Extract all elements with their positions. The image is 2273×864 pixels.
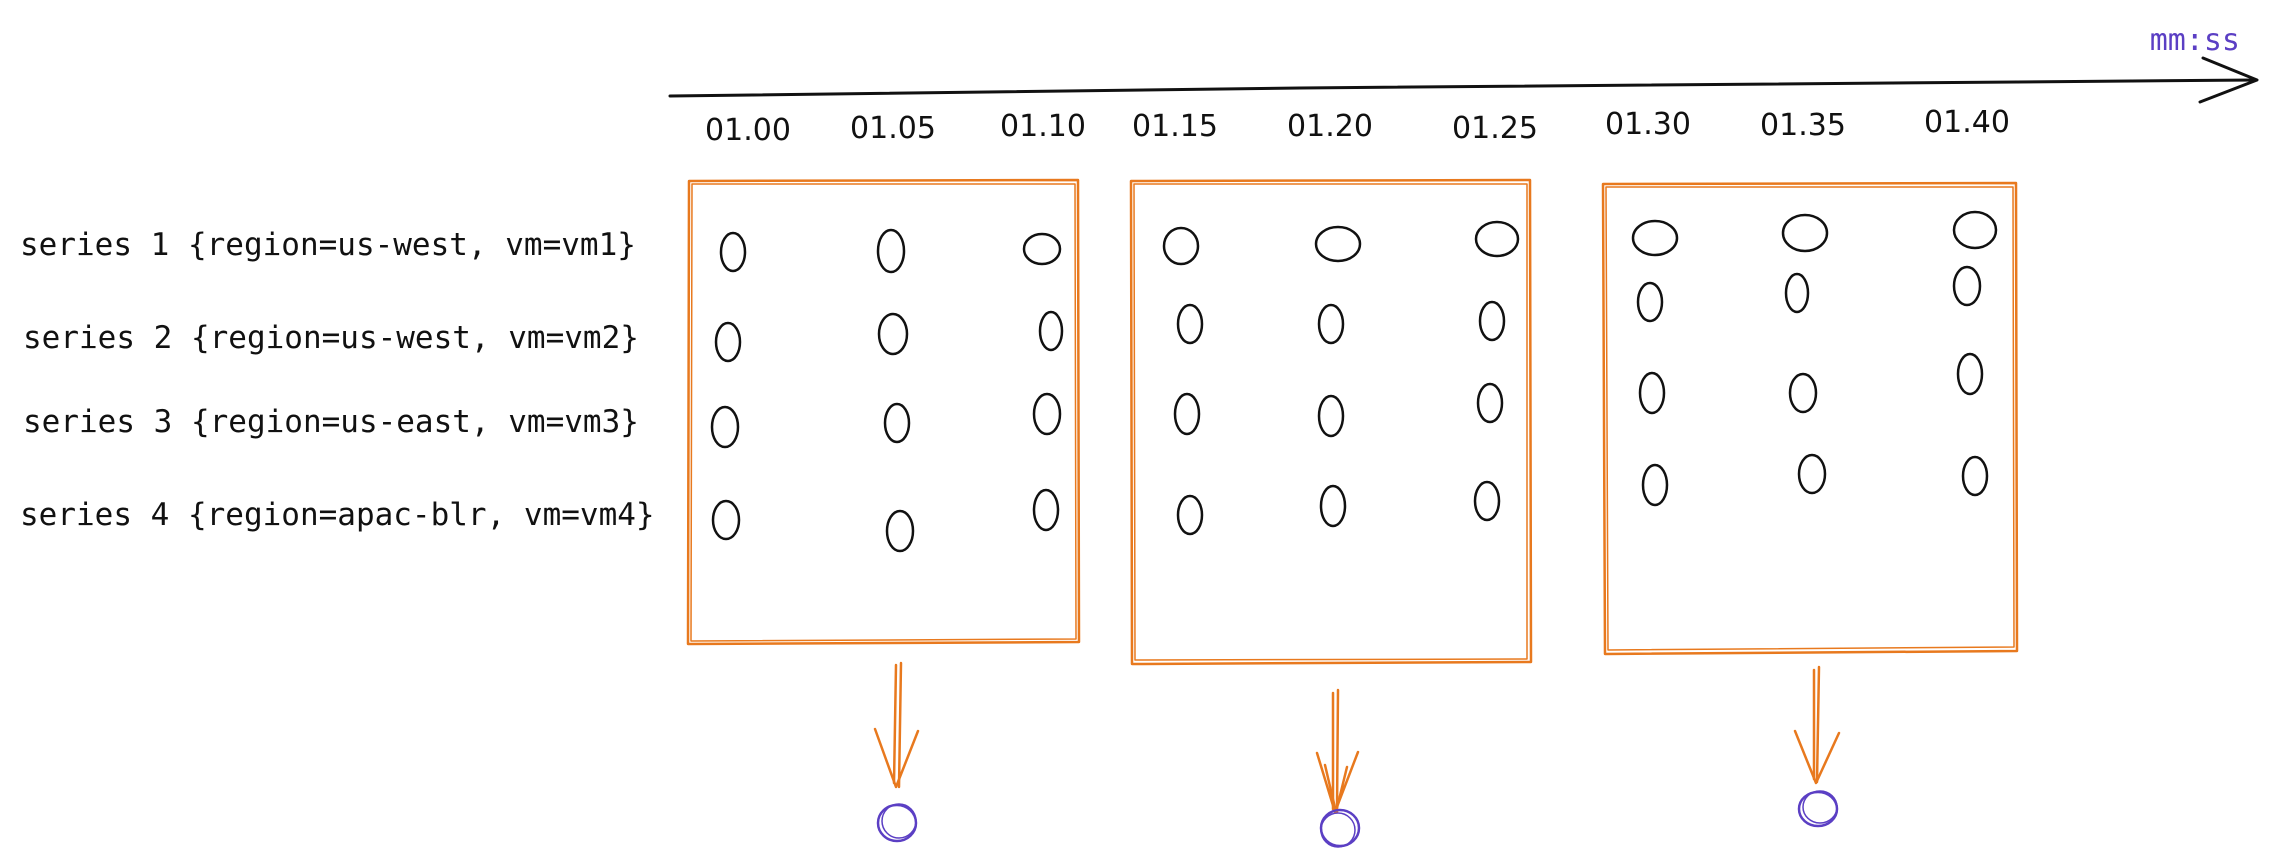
sample-w2-s4-t3 [1473, 480, 1501, 522]
series-label-3: series 3 {region=us-east, vm=vm3} [23, 404, 639, 440]
window-3-box [1601, 181, 2019, 656]
sample-w3-s4-t2 [1797, 453, 1827, 495]
window-1-box [686, 178, 1081, 646]
sample-w2-s1-t1 [1162, 226, 1200, 266]
aggregate-point-3 [1797, 790, 1839, 828]
window-1-arrow-shaft [892, 661, 903, 789]
sample-w1-s2-t2 [877, 312, 909, 356]
sample-w3-s1-t2 [1781, 213, 1829, 253]
time-axis-arrowhead [2198, 56, 2259, 104]
sample-w1-s4-t1 [711, 499, 741, 541]
sample-w2-s3-t1 [1173, 392, 1201, 436]
aggregate-point-2 [1319, 808, 1361, 848]
sample-w1-s3-t3 [1032, 392, 1062, 436]
sample-w1-s1-t3 [1022, 232, 1062, 266]
sample-w2-s2-t1 [1176, 303, 1204, 345]
sample-w2-s1-t3 [1474, 220, 1520, 258]
sample-w3-s2-t2 [1784, 272, 1810, 314]
window-3-arrow-shaft [1812, 665, 1821, 784]
sample-w2-s4-t1 [1176, 494, 1204, 536]
raw-samples [710, 210, 1998, 553]
aggregate-point-1 [876, 803, 918, 843]
tick-label-0100: 01.00 [705, 113, 791, 148]
window-1-box-sketch [690, 183, 1077, 642]
window-1 [686, 178, 1081, 646]
tick-label-0135: 01.35 [1760, 108, 1846, 143]
sample-w3-s2-t1 [1636, 281, 1664, 323]
aggregated-points [876, 790, 1839, 848]
aggregate-point-1-sketch [881, 803, 917, 839]
sample-w3-s2-t3 [1952, 265, 1982, 307]
sample-w2-s3-t2 [1317, 394, 1345, 438]
window-2-arrowhead [1315, 750, 1360, 814]
aggregation-windows [686, 178, 2019, 666]
window-2-box-sketch [1133, 183, 1528, 661]
sample-w1-s4-t3 [1032, 488, 1060, 532]
aggregation-arrows [873, 661, 1841, 814]
tick-label-0120: 01.20 [1287, 109, 1373, 144]
tick-label-0110: 01.10 [1000, 109, 1086, 144]
tick-label-0115: 01.15 [1132, 109, 1218, 144]
window-3 [1601, 181, 2019, 656]
tick-label-0140: 01.40 [1924, 105, 2010, 140]
window-1-arrowhead [873, 727, 920, 789]
sample-w1-s1-t1 [719, 231, 747, 273]
sample-w1-s1-t2 [876, 228, 906, 274]
sample-w1-s4-t2 [885, 509, 915, 553]
sample-w2-s4-t2 [1319, 484, 1347, 528]
time-axis-line [668, 78, 2257, 98]
window-2 [1129, 178, 1533, 666]
sample-w1-s3-t1 [710, 405, 740, 449]
series-label-4: series 4 {region=apac-blr, vm=vm4} [20, 497, 655, 533]
aggregate-point-2-sketch [1320, 812, 1356, 848]
sample-w1-s2-t3 [1038, 310, 1064, 352]
aggregate-point-3-sketch [1802, 790, 1838, 824]
tick-label-0125: 01.25 [1452, 111, 1538, 146]
sample-w3-s4-t1 [1641, 463, 1669, 507]
series-label-1: series 1 {region=us-west, vm=vm1} [20, 227, 636, 263]
sample-w1-s3-t2 [883, 402, 911, 444]
window-3-arrowhead [1793, 729, 1841, 785]
time-unit-label: mm:ss [2150, 23, 2240, 58]
series-labels: series 1 {region=us-west, vm=vm1} series… [20, 227, 655, 533]
window-2-arrow-shaft [1331, 688, 1340, 814]
window-2-box [1129, 178, 1533, 666]
series-label-2: series 2 {region=us-west, vm=vm2} [23, 320, 639, 356]
sample-w2-s2-t2 [1317, 303, 1345, 345]
sample-w3-s3-t1 [1638, 371, 1666, 415]
tick-labels: 01.00 01.05 01.10 01.15 01.20 01.25 01.3… [705, 105, 2010, 148]
sample-w2-s1-t2 [1314, 225, 1362, 263]
sample-w3-s1-t1 [1631, 219, 1679, 257]
sample-w1-s2-t1 [714, 321, 742, 363]
sample-w3-s1-t3 [1952, 210, 1998, 250]
time-axis: mm:ss [668, 23, 2259, 104]
tick-label-0105: 01.05 [850, 111, 936, 146]
window-3-box-sketch [1605, 186, 2015, 651]
sample-w2-s2-t3 [1478, 300, 1506, 342]
sample-w2-s3-t3 [1476, 382, 1504, 424]
sample-w3-s3-t3 [1956, 352, 1984, 396]
sample-w3-s3-t2 [1788, 372, 1818, 414]
tick-label-0130: 01.30 [1605, 107, 1691, 142]
sample-w3-s4-t3 [1961, 455, 1989, 497]
